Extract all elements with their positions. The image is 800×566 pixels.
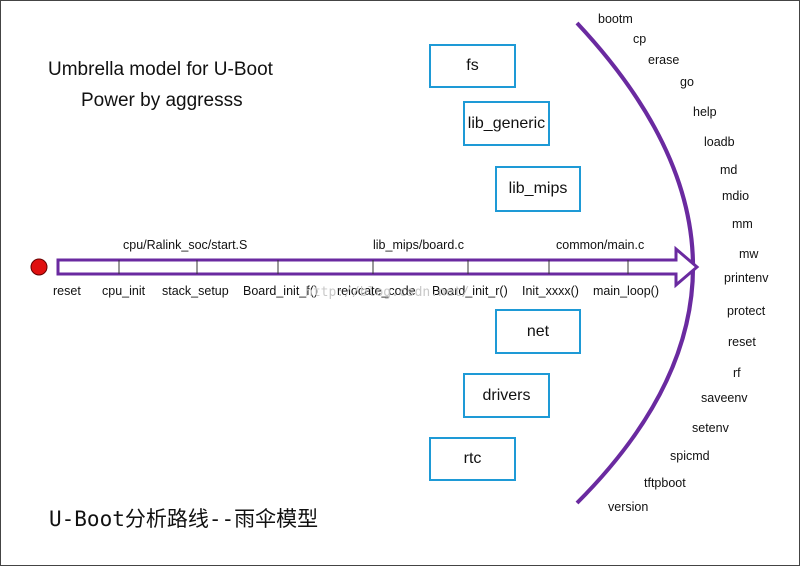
command-label: mm xyxy=(732,217,753,231)
lib-box-net: net xyxy=(495,309,581,354)
command-label: tftpboot xyxy=(644,476,686,490)
file-label-main-c: common/main.c xyxy=(556,238,645,252)
command-label: erase xyxy=(648,53,680,67)
chinese-caption: U-Boot分析路线--雨伞模型 xyxy=(49,507,319,531)
lib-box-fs: fs xyxy=(429,44,516,88)
command-label: rf xyxy=(733,366,741,380)
file-label-board-c: lib_mips/board.c xyxy=(373,238,465,252)
command-label: cp xyxy=(633,32,647,46)
process-arrow xyxy=(56,245,700,289)
start-dot xyxy=(30,258,48,276)
lib-box-lib-generic: lib_generic xyxy=(463,101,550,146)
command-label: md xyxy=(720,163,738,177)
command-label: loadb xyxy=(704,135,735,149)
lib-box-lib-mips: lib_mips xyxy=(495,166,581,212)
file-label-start-s: cpu/Ralink_soc/start.S xyxy=(123,238,248,252)
step-label: Board_init_r() xyxy=(432,284,508,298)
command-label: reset xyxy=(728,335,756,349)
command-label: version xyxy=(608,500,649,514)
watermark: http://blog.csdn.net/ xyxy=(305,285,470,300)
diagram-subtitle: Power by aggresss xyxy=(81,90,243,111)
command-label: printenv xyxy=(724,271,769,285)
command-label: bootm xyxy=(598,12,633,26)
command-label: help xyxy=(693,105,717,119)
command-label: spicmd xyxy=(670,449,710,463)
step-label: stack_setup xyxy=(162,284,229,298)
step-label: reset xyxy=(53,284,81,298)
step-label: main_loop() xyxy=(593,284,660,298)
lib-box-rtc: rtc xyxy=(429,437,516,481)
command-label: mdio xyxy=(722,189,750,203)
command-label: mw xyxy=(739,247,759,261)
step-label: relocate_code xyxy=(337,284,416,298)
lib-box-drivers: drivers xyxy=(463,373,550,418)
command-label: go xyxy=(680,75,694,89)
step-label: Board_init_f() xyxy=(243,284,319,298)
step-label: Init_xxxx() xyxy=(522,284,579,298)
step-label: cpu_init xyxy=(102,284,146,298)
command-label: setenv xyxy=(692,421,729,435)
command-label: protect xyxy=(727,304,766,318)
command-label: saveenv xyxy=(701,391,748,405)
diagram-title: Umbrella model for U-Boot xyxy=(48,59,273,80)
